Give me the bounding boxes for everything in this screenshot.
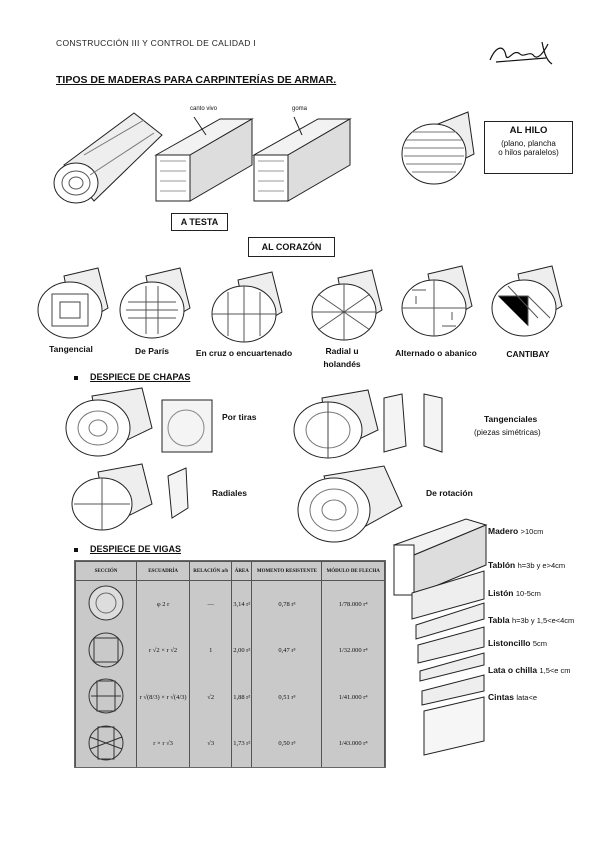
cell-relacion: 1 xyxy=(189,627,233,675)
cut-radial-label: Radial u holandés xyxy=(312,346,372,369)
cut-en-cruz-icon xyxy=(211,271,283,343)
cut-cantibay-label: CANTIBAY xyxy=(506,349,550,359)
table-row: r √(8/3) × r √(4/3) √2 1,88 r² 0,51 r³ 1… xyxy=(75,674,385,721)
cell-escuadria: r √(8/3) × r √(4/3) xyxy=(135,674,191,721)
cell-relacion: √3 xyxy=(189,720,233,767)
vigas-table: SECCIÓN ESCUADRÍA RELACIÓN a/b ÁREA MOME… xyxy=(74,560,386,768)
course-header: CONSTRUCCIÓN III Y CONTROL DE CALIDAD I xyxy=(56,38,256,48)
cell-area: 2,00 r² xyxy=(231,627,253,675)
cut-de-paris-label: De París xyxy=(134,346,170,356)
size-madero-name: Madero xyxy=(488,526,519,536)
label-canto: canto vivo xyxy=(190,106,218,112)
chapas-tangenciales-log xyxy=(293,389,443,459)
page-title: TIPOS DE MADERAS PARA CARPINTERÍAS DE AR… xyxy=(56,74,337,86)
cell-escuadria: r × r √3 xyxy=(135,720,191,767)
cut-radial-icon xyxy=(311,269,383,341)
size-lata: Lata o chilla 1,5<e cm xyxy=(488,665,571,675)
chapas-radiales-log xyxy=(71,463,189,531)
size-listoncillo: Listoncillo 5cm xyxy=(488,638,547,648)
size-liston-detail: 10-5cm xyxy=(515,589,541,598)
cell-area: 3,14 r² xyxy=(231,580,253,628)
cell-momento: 0,51 r³ xyxy=(251,674,323,721)
chapas-heading-text: DESPIECE DE CHAPAS xyxy=(90,372,191,382)
cut-radial-label-2: holandés xyxy=(323,359,361,369)
col-momento: MOMENTO RESISTENTE xyxy=(251,561,323,581)
log-illustration xyxy=(53,112,163,204)
size-cintas-name: Cintas xyxy=(488,692,514,702)
cell-momento: 0,47 r³ xyxy=(251,627,323,675)
cell-area: 1,88 r² xyxy=(231,674,253,721)
cut-alternado-icon xyxy=(401,265,473,337)
size-listoncillo-detail: 5cm xyxy=(532,639,548,648)
beam-canto-vivo xyxy=(154,116,254,202)
log-al-hilo xyxy=(401,111,475,185)
col-relacion: RELACIÓN a/b xyxy=(189,561,233,581)
col-modulo: MÓDULO DE FLECHA xyxy=(321,561,385,581)
size-madero-detail: >10cm xyxy=(520,527,544,536)
size-tablon-name: Tablón xyxy=(488,560,516,570)
chapas-rotacion-label: De rotación xyxy=(426,488,473,498)
cut-en-cruz-label: En cruz o encuartenado xyxy=(195,348,293,358)
chapas-tangenciales-label: Tangenciales xyxy=(484,414,538,424)
size-madero: Madero >10cm xyxy=(488,526,543,536)
vigas-heading: DESPIECE DE VIGAS xyxy=(74,544,181,554)
cell-modulo: 1/78.000 r⁴ xyxy=(321,580,385,628)
col-seccion: SECCIÓN xyxy=(75,561,137,581)
cell-modulo: 1/43.000 r⁴ xyxy=(321,720,385,767)
size-lata-detail: 1,5<e cm xyxy=(539,666,571,675)
cut-cantibay-icon xyxy=(491,265,563,337)
vigas-heading-text: DESPIECE DE VIGAS xyxy=(90,544,182,554)
beam-goma xyxy=(252,116,352,202)
size-liston-name: Listón xyxy=(488,588,514,598)
section-hex-icon xyxy=(88,725,124,761)
al-hilo-desc-1: (plano, plancha xyxy=(501,139,556,148)
section-circle-icon xyxy=(88,585,124,621)
chapas-portiras-label: Por tiras xyxy=(222,412,257,422)
cell-modulo: 1/41.000 r⁴ xyxy=(321,674,385,721)
size-lata-name: Lata o chilla xyxy=(488,665,538,675)
size-tablon-detail: h=3b y e>4cm xyxy=(517,561,566,570)
chapas-radiales-label: Radiales xyxy=(212,488,247,498)
chapas-heading: DESPIECE DE CHAPAS xyxy=(74,372,190,382)
al-corazon-box: AL CORAZÓN xyxy=(248,237,335,257)
size-tabla: Tabla h=3b y 1,5<e<4cm xyxy=(488,615,574,625)
a-testa-box: A TESTA xyxy=(171,213,228,231)
chapas-tangenciales-sub: (piezas simétricas) xyxy=(474,428,541,437)
cell-relacion: √2 xyxy=(189,674,233,721)
cell-relacion: — xyxy=(189,580,233,628)
label-goma: goma xyxy=(292,106,308,112)
col-area: ÁREA xyxy=(231,561,253,581)
cut-radial-label-1: Radial u xyxy=(325,346,359,356)
lumber-sizes-illustration xyxy=(392,518,488,756)
table-row: φ 2 r — 3,14 r² 0,78 r³ 1/78.000 r⁴ xyxy=(75,580,385,628)
table-row: r × r √3 √3 1,73 r² 0,50 r³ 1/43.000 r⁴ xyxy=(75,720,385,767)
cut-de-paris-icon xyxy=(119,267,191,339)
al-hilo-box: AL HILO (plano, plancha o hilos paralelo… xyxy=(484,121,573,174)
size-liston: Listón 10-5cm xyxy=(488,588,541,598)
size-tabla-name: Tabla xyxy=(488,615,510,625)
cut-tangencial-label: Tangencial xyxy=(49,344,93,354)
size-cintas-detail: lata<e xyxy=(516,693,538,702)
signature xyxy=(489,41,553,65)
al-hilo-title: AL HILO xyxy=(509,125,548,136)
size-tabla-detail: h=3b y 1,5<e<4cm xyxy=(511,616,575,625)
size-tablon: Tablón h=3b y e>4cm xyxy=(488,560,565,570)
section-rect-icon xyxy=(88,678,124,714)
size-listoncillo-name: Listoncillo xyxy=(488,638,531,648)
cut-alternado-label: Alternado o abanico xyxy=(395,348,477,358)
cell-modulo: 1/32.000 r⁴ xyxy=(321,627,385,675)
cell-escuadria: r √2 × r √2 xyxy=(135,627,191,675)
table-row: r √2 × r √2 1 2,00 r² 0,47 r³ 1/32.000 r… xyxy=(75,627,385,675)
chapas-portiras-log xyxy=(65,387,213,457)
cell-escuadria: φ 2 r xyxy=(135,580,191,628)
size-cintas: Cintas lata<e xyxy=(488,692,537,702)
al-hilo-desc-2: o hilos paralelos) xyxy=(498,148,559,157)
cell-area: 1,73 r² xyxy=(231,720,253,767)
chapas-rotacion-log xyxy=(297,465,403,543)
cell-momento: 0,50 r³ xyxy=(251,720,323,767)
cut-tangencial-icon xyxy=(37,267,109,339)
col-escuadria: ESCUADRÍA xyxy=(135,561,191,581)
section-square-icon xyxy=(88,632,124,668)
cell-momento: 0,78 r³ xyxy=(251,580,323,628)
